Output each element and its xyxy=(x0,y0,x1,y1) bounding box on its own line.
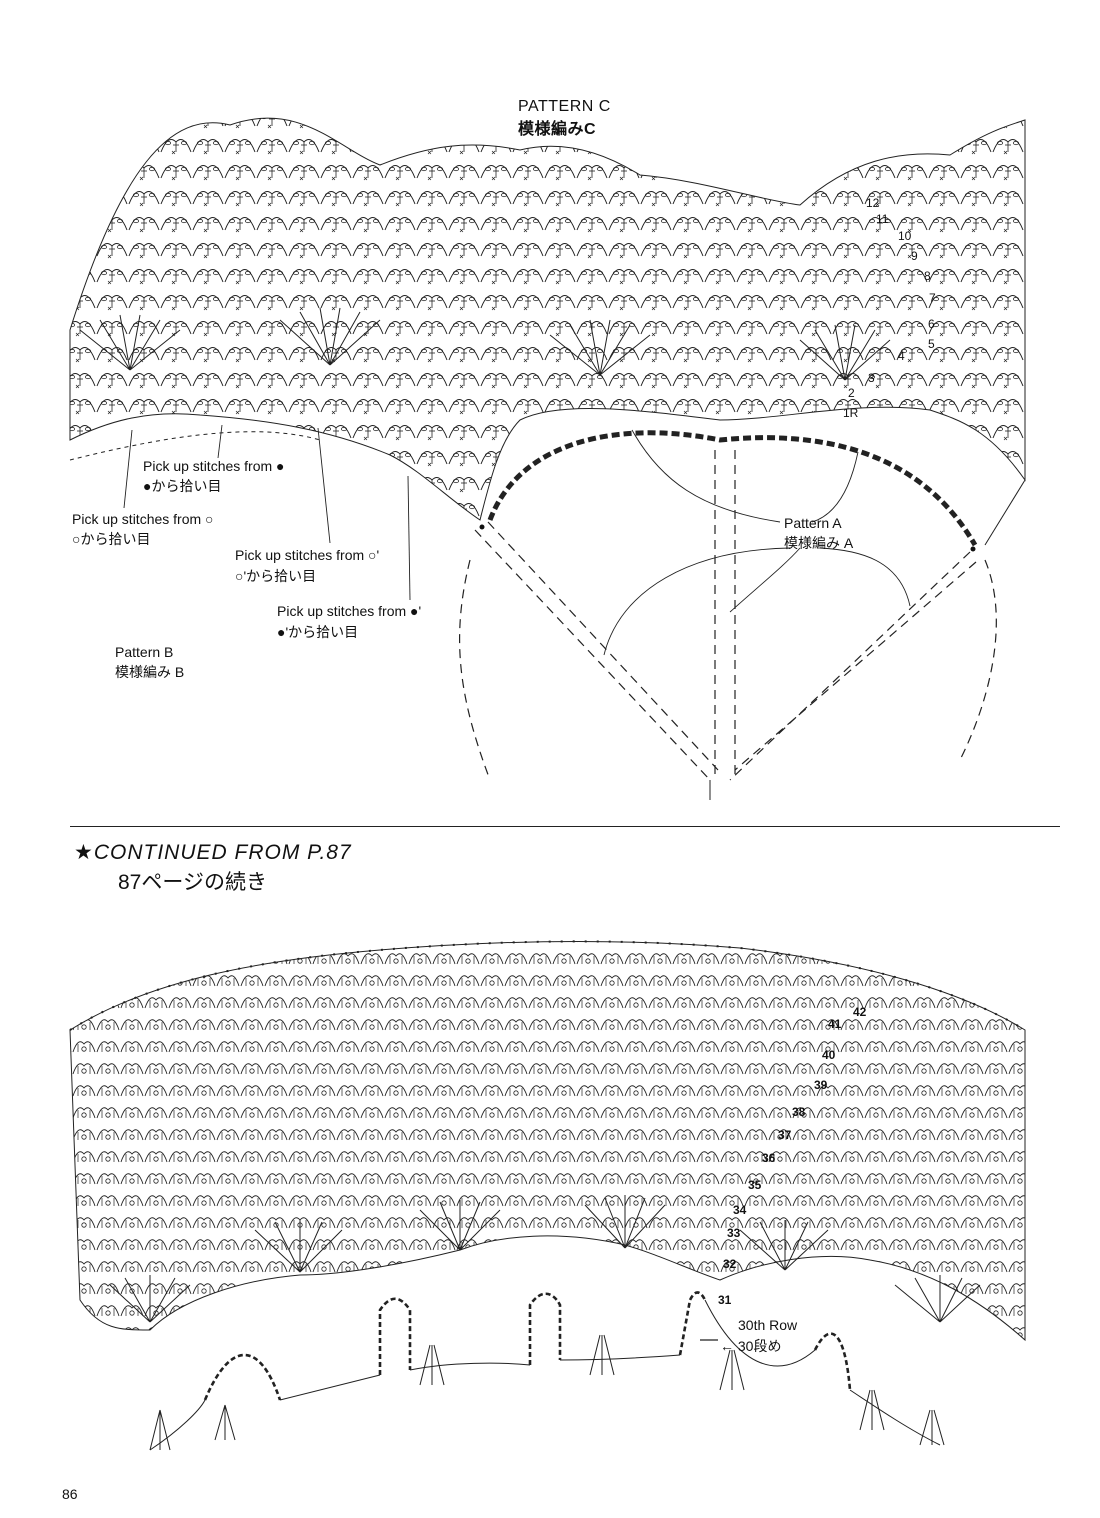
continued-heading-jp: 87ページの続き xyxy=(118,871,267,894)
row-number: 5 xyxy=(928,337,935,351)
continued-heading: ★CONTINUED FROM P.87 xyxy=(74,841,352,864)
filled-circle-marker: ● xyxy=(276,458,285,474)
pick-up-open-prime-label-jp: ○'から拾い目 xyxy=(235,568,317,584)
lower-fringe xyxy=(149,1299,945,1451)
row-number: 9 xyxy=(911,249,918,263)
filled-circle-prime-marker: ●' xyxy=(410,603,422,619)
open-circle-marker: ○ xyxy=(205,511,214,527)
row-number: 41 xyxy=(828,1017,842,1031)
row-number: 40 xyxy=(822,1048,836,1062)
left-arrow-icon: ← xyxy=(720,1338,734,1354)
row-number: 33 xyxy=(727,1226,741,1240)
row-number: 39 xyxy=(814,1078,828,1092)
row-30-label: 30th Row xyxy=(738,1317,798,1333)
pattern-c-title: PATTERN C xyxy=(518,98,611,115)
pattern-b-label: Pattern B xyxy=(115,644,174,660)
row-number: 6 xyxy=(928,317,935,331)
row-number: 4 xyxy=(898,349,905,363)
row-number: 35 xyxy=(748,1178,762,1192)
row-number: 36 xyxy=(762,1151,776,1165)
row-number: 11 xyxy=(876,212,889,226)
construction-lines xyxy=(459,450,997,781)
row-number: 1R xyxy=(843,406,859,420)
row-number: 38 xyxy=(792,1105,806,1119)
row-number: 37 xyxy=(778,1128,792,1142)
chain-loops xyxy=(203,1291,852,1401)
row-number: 12 xyxy=(866,196,880,210)
open-circle-marker: ○ xyxy=(72,531,81,547)
leader-lines xyxy=(123,424,911,656)
pick-up-open-label: Pick up stitches from ○ xyxy=(72,511,214,527)
open-circle-prime-marker: ○' xyxy=(368,547,380,563)
row-30-label-jp: ← 30段め xyxy=(720,1338,782,1354)
pick-up-filled-label-jp: ●から拾い目 xyxy=(143,478,222,494)
filled-circle-marker: ● xyxy=(143,478,152,494)
row-number: 31 xyxy=(718,1293,732,1307)
pattern-b-label-jp: 模様編み B xyxy=(115,664,185,680)
pick-up-filled-label: Pick up stitches from ● xyxy=(143,458,285,474)
section-divider xyxy=(70,826,1060,827)
pattern-a-label: Pattern A xyxy=(784,515,842,531)
row-number: 34 xyxy=(733,1203,747,1217)
filled-circle-prime-marker: ●' xyxy=(277,624,289,640)
pick-up-filled-prime-label: Pick up stitches from ●' xyxy=(277,603,422,619)
pick-up-open-prime-label: Pick up stitches from ○' xyxy=(235,547,380,563)
page-number: 86 xyxy=(62,1486,78,1502)
fan-shells-bottom xyxy=(109,1195,981,1323)
row-number: 8 xyxy=(924,269,931,283)
pattern-c-title-jp: 模様編みC xyxy=(518,121,597,138)
pattern-a-label-jp: 模様編み A xyxy=(784,535,854,551)
open-circle-prime-marker: ○' xyxy=(235,568,247,584)
row-number: 32 xyxy=(723,1257,737,1271)
pick-up-filled-prime-label-jp: ●'から拾い目 xyxy=(277,624,359,640)
fan-shells-top xyxy=(79,307,891,381)
pick-up-open-label-jp: ○から拾い目 xyxy=(72,531,151,547)
row-number: 3 xyxy=(868,371,875,385)
row-number: 2 xyxy=(848,386,855,400)
yoke-lace-band xyxy=(69,940,1026,1451)
row-number: 7 xyxy=(929,291,936,305)
row-number: 10 xyxy=(898,229,912,243)
pattern-c-lace-band xyxy=(69,117,1026,547)
row-number: 42 xyxy=(853,1005,867,1019)
